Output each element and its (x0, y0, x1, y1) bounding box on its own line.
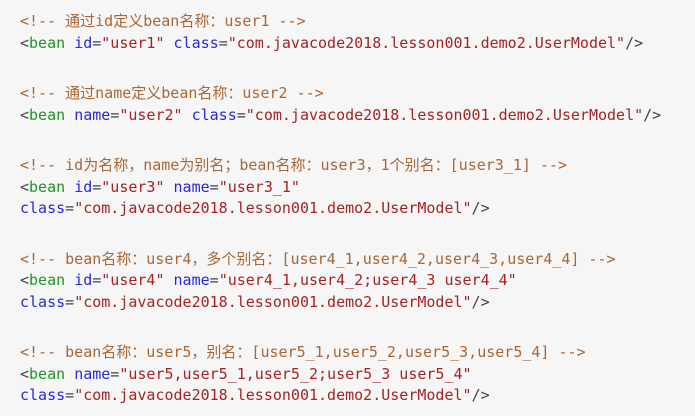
token-tag: bean (29, 177, 66, 196)
token-string: "user5,user5_1,user5_2;user5_3 user5_4" (119, 364, 472, 383)
token-plain (65, 106, 74, 124)
token-punct: /> (471, 386, 490, 404)
token-punct: = (92, 271, 102, 289)
code-line: <bean name="user2" class="com.javacode20… (20, 105, 683, 127)
token-comment: <!-- id为名称，name为别名；bean名称：user3，1个别名：[us… (20, 156, 568, 174)
token-plain (65, 271, 74, 289)
token-attr: name (74, 364, 111, 383)
token-string: "com.javacode2018.lesson001.demo2.UserMo… (74, 199, 472, 217)
token-punct: /> (625, 33, 644, 52)
code-line: <bean id="user1" class="com.javacode2018… (20, 33, 683, 55)
token-tag: bean (29, 364, 66, 383)
code-line: class="com.javacode2018.lesson001.demo2.… (20, 198, 683, 220)
token-plain (65, 365, 74, 383)
code-line: <!-- bean名称：user5，别名：[user5_1,user5_2,us… (20, 342, 683, 364)
token-attr: id (74, 271, 93, 289)
token-attr: id (74, 33, 93, 52)
token-string: "user1" (101, 33, 165, 52)
token-punct: /> (471, 292, 490, 311)
token-plain (65, 34, 74, 52)
token-punct: = (110, 105, 120, 124)
token-plain (165, 34, 174, 52)
code-statement-block: <!-- bean名称：user4，多个别名：[user4_1,user4_2,… (20, 249, 683, 314)
token-tag: bean (29, 105, 66, 124)
token-string: "user2" (119, 105, 183, 124)
token-comment: <!-- bean名称：user5，别名：[user5_1,user5_2,us… (20, 343, 586, 361)
token-attr: class (191, 105, 237, 124)
token-attr: class (20, 292, 66, 311)
token-string: "user3_1" (218, 177, 300, 196)
code-statement-block: <!-- 通过id定义bean名称：user1 --><bean id="use… (20, 11, 683, 54)
token-punct: < (20, 364, 30, 383)
code-line: <bean name="user5,user5_1,user5_2;user5_… (20, 364, 683, 386)
token-string: "user3" (101, 177, 165, 196)
token-plain (165, 271, 174, 289)
token-punct: = (218, 33, 228, 52)
token-plain (165, 178, 174, 196)
token-punct: = (209, 271, 219, 289)
token-string: "user4_1,user4_2;user4_3 user4_4" (218, 271, 517, 289)
token-string: "com.javacode2018.lesson001.demo2.UserMo… (245, 105, 644, 124)
token-punct: = (65, 199, 75, 217)
code-line: <!-- 通过name定义bean名称：user2 --> (20, 83, 683, 105)
token-punct: < (20, 271, 30, 289)
token-plain (65, 178, 74, 196)
code-line: <!-- id为名称，name为别名；bean名称：user3，1个别名：[us… (20, 155, 683, 177)
code-line: <!-- bean名称：user4，多个别名：[user4_1,user4_2,… (20, 249, 683, 271)
code-line: class="com.javacode2018.lesson001.demo2.… (20, 385, 683, 407)
token-tag: bean (29, 271, 66, 289)
token-attr: name (173, 177, 210, 196)
token-string: "com.javacode2018.lesson001.demo2.UserMo… (74, 292, 472, 311)
token-punct: = (92, 33, 102, 52)
token-comment: <!-- 通过id定义bean名称：user1 --> (20, 12, 306, 30)
token-comment: <!-- bean名称：user4，多个别名：[user4_1,user4_2,… (20, 249, 616, 268)
code-statement-block: <!-- 通过name定义bean名称：user2 --><bean name=… (20, 83, 683, 126)
code-line: <!-- 通过id定义bean名称：user1 --> (20, 11, 683, 33)
token-plain (183, 106, 192, 124)
token-punct: /> (643, 105, 662, 124)
token-punct: = (110, 364, 120, 383)
code-statement-block: <!-- bean名称：user5，别名：[user5_1,user5_2,us… (20, 342, 683, 407)
token-comment: <!-- 通过name定义bean名称：user2 --> (20, 84, 324, 102)
token-punct: = (92, 177, 102, 196)
token-attr: class (20, 386, 66, 404)
token-attr: class (173, 33, 219, 52)
code-statement-block: <!-- id为名称，name为别名；bean名称：user3，1个别名：[us… (20, 155, 683, 220)
token-attr: name (173, 271, 210, 289)
token-punct: < (20, 105, 30, 124)
token-tag: bean (29, 33, 66, 52)
code-line: <bean id="user3" name="user3_1" (20, 177, 683, 199)
token-punct: < (20, 177, 30, 196)
token-attr: name (74, 105, 111, 124)
token-punct: = (236, 105, 246, 124)
token-attr: id (74, 177, 93, 196)
token-string: "user4" (101, 271, 165, 289)
token-punct: = (65, 292, 75, 311)
token-string: "com.javacode2018.lesson001.demo2.UserMo… (227, 33, 626, 52)
token-punct: < (20, 33, 30, 52)
token-punct: = (209, 177, 219, 196)
token-string: "com.javacode2018.lesson001.demo2.UserMo… (74, 386, 472, 404)
token-punct: /> (471, 199, 490, 217)
token-punct: = (65, 386, 75, 404)
code-line: class="com.javacode2018.lesson001.demo2.… (20, 292, 683, 314)
code-line: <bean id="user4" name="user4_1,user4_2;u… (20, 270, 683, 292)
token-attr: class (20, 199, 66, 217)
